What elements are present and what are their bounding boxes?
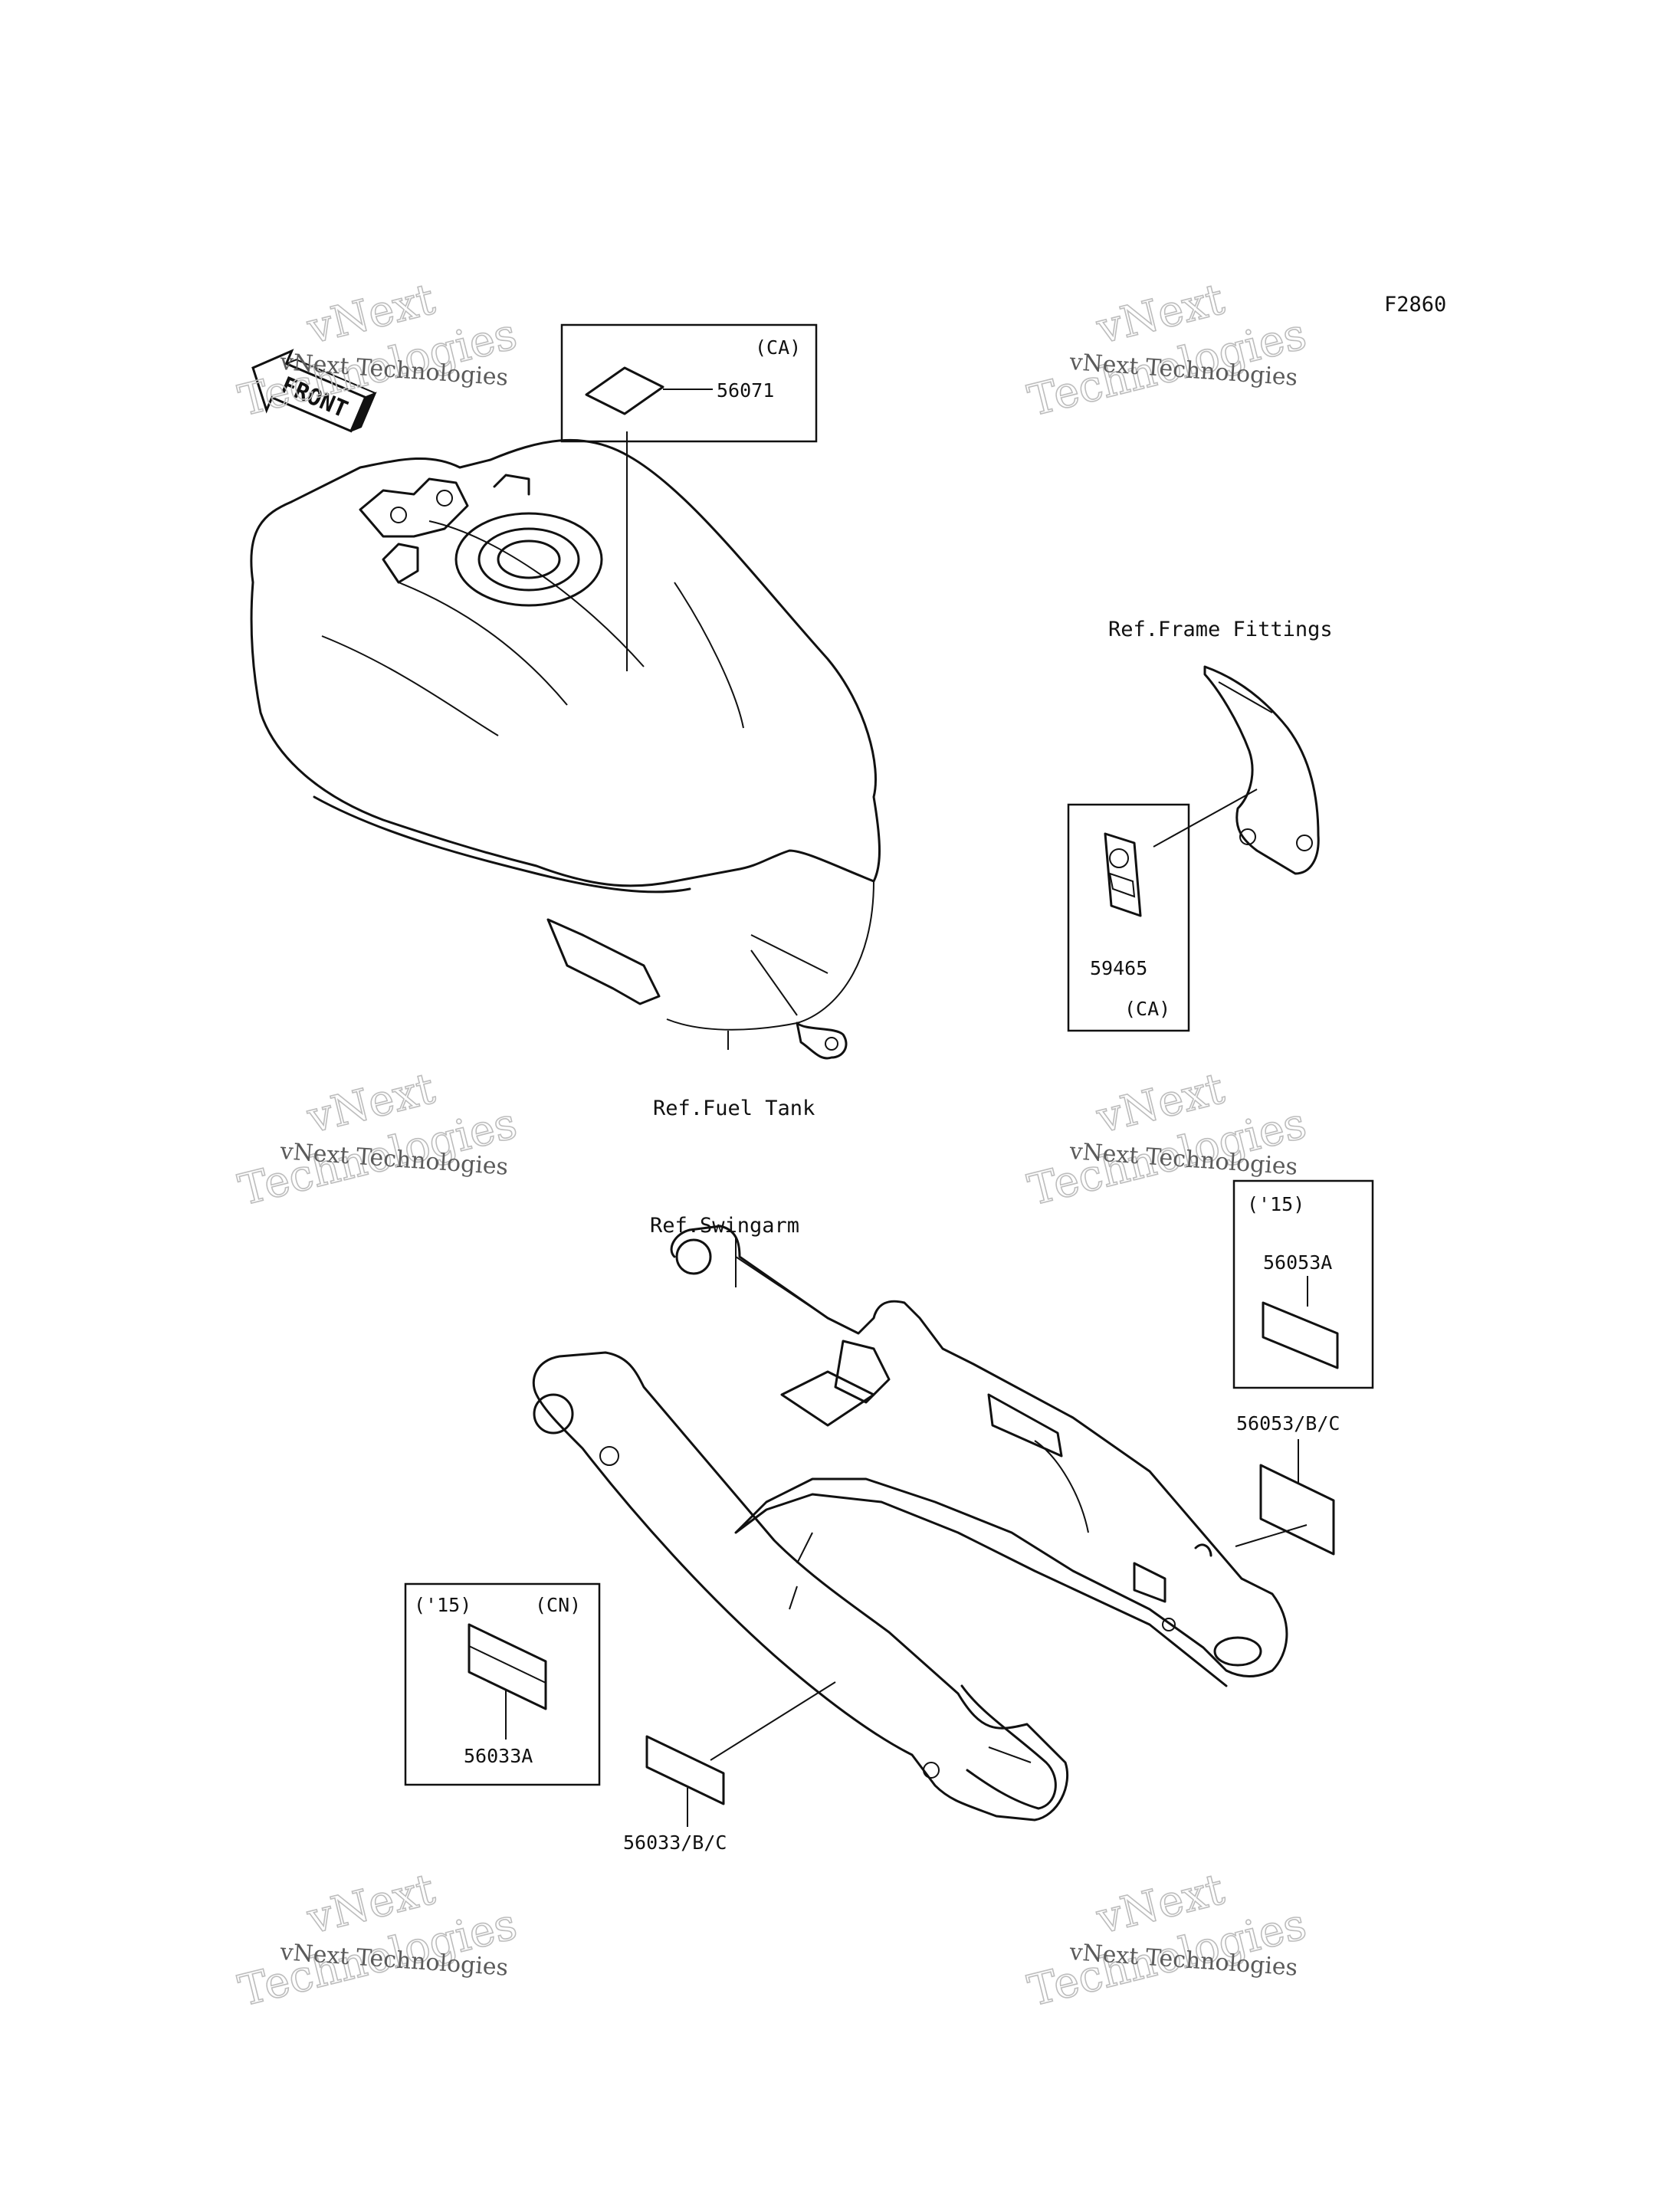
part-number-56071: 56071 xyxy=(717,379,774,402)
fuel-tank-drawing xyxy=(250,438,881,1060)
front-arrow-icon: FRONT xyxy=(251,349,377,433)
ref-swingarm-label: Ref.Swingarm xyxy=(650,1214,799,1238)
callout-56071-tag: (CA) xyxy=(755,336,801,359)
frame-fitting-drawing xyxy=(1203,665,1320,875)
callout-56033A-tag: (CN) xyxy=(535,1594,581,1616)
leader-56033BC xyxy=(710,1681,836,1761)
watermark-5: vNext Technologies xyxy=(233,1864,522,2017)
watermark-4: vNext Technologies xyxy=(1022,1063,1311,1216)
watermark-2: vNext Technologies xyxy=(1022,274,1311,427)
leader-56053BC xyxy=(1235,1524,1308,1547)
ref-fuel-tank-label: Ref.Fuel Tank xyxy=(653,1097,815,1120)
callout-59465-tag: (CA) xyxy=(1124,998,1170,1020)
watermark-6: vNext Technologies xyxy=(1022,1864,1311,2017)
part-number-56033A: 56033A xyxy=(464,1745,533,1767)
callout-box-59465: 59465 (CA) xyxy=(1067,803,1190,1032)
part-number-56033BC: 56033/B/C xyxy=(623,1831,727,1854)
callout-56053A-year: ('15) xyxy=(1247,1193,1304,1215)
part-number-56053A: 56053A xyxy=(1263,1251,1332,1274)
callout-box-56033A: ('15) (CN) 56033A xyxy=(404,1582,601,1786)
callout-box-56053A: ('15) 56053A xyxy=(1232,1179,1374,1389)
callout-56033A-year: ('15) xyxy=(414,1594,471,1616)
decal-56033BC xyxy=(645,1735,725,1805)
part-number-59465: 59465 xyxy=(1090,957,1147,979)
leader-59465 xyxy=(1153,789,1258,848)
swingarm-drawing xyxy=(532,1225,1288,1822)
ref-frame-fittings-label: Ref.Frame Fittings xyxy=(1108,618,1333,641)
callout-box-56071: (CA) 56071 xyxy=(560,323,818,443)
watermark-3: vNext Technologies xyxy=(233,1063,522,1216)
figure-code: F2860 xyxy=(1384,293,1446,316)
part-number-56053BC: 56053/B/C xyxy=(1236,1412,1340,1435)
decal-56053BC xyxy=(1259,1464,1335,1556)
